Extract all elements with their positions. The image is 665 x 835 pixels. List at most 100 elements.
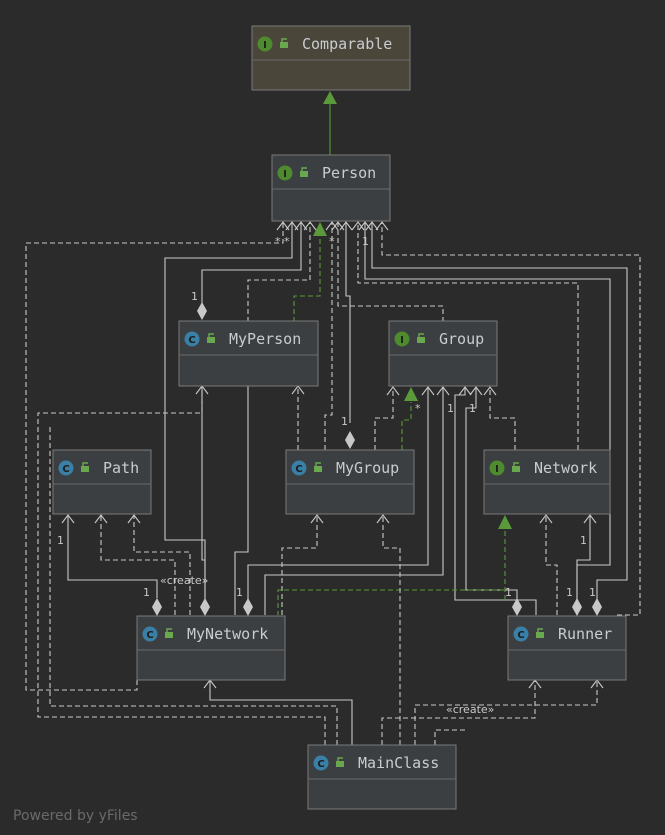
public-lock-icon [417,337,425,343]
lock-shackle [82,462,88,466]
network-box [483,449,611,515]
edge-runner-green-branch [277,589,505,615]
edge-mynetwork-uses-myperson [234,358,249,615]
edge-myperson-aggregation-diamond [197,302,207,320]
network-title: Network [534,459,597,477]
kind-letter: I [495,464,499,475]
lock-shackle [513,462,519,466]
edge-runner-assoc-person [371,222,628,600]
edge-network-uses-person [357,222,579,450]
edge-myperson-uses-person [247,222,311,322]
interface-kind-icon [277,165,293,181]
comparable-box [251,25,411,91]
lock-shackle [537,628,543,632]
group-title: Group [439,330,484,348]
label-one-person: 1 [362,235,369,248]
edge-mainclass-uses-mygroup [382,515,401,745]
edge-mynetwork-assoc-group-2 [247,387,429,600]
edge-mynetwork-uses-path [100,515,176,615]
mainclass-title: MainClass [358,754,439,772]
public-lock-icon [512,466,520,472]
kind-letter: I [283,169,287,180]
label-one-mynetwork-b: 1 [236,586,243,599]
edge-mainclass-uses-runner [414,680,598,745]
kind-letter: I [400,335,404,346]
label-create-mainclass-runner: «create» [446,703,494,716]
group-incoming-arrows [386,386,497,396]
label-one-runner-a: 1 [505,586,512,599]
class-kind-icon [513,626,529,642]
label-one-group-a: 1 [447,402,454,415]
edge-runner-assoc-person-2 [364,222,611,600]
public-lock-icon [280,42,288,48]
node-group[interactable]: I Group [388,320,498,387]
public-lock-icon [165,632,173,638]
edge-mygroup-aggregation-diamond [345,431,355,449]
edge-runner-assoc-network [576,515,591,598]
label-star-pair-person: * * [275,235,290,248]
class-kind-icon [142,626,158,642]
label-star-group: * [415,402,421,415]
node-mainclass[interactable]: C MainClass [307,744,457,810]
kind-letter: C [517,630,524,641]
lock-shackle [418,333,424,337]
footer-credit: Powered by yFiles [13,808,138,824]
mygroup-box [285,449,415,515]
kind-letter: I [263,40,267,51]
edge-mygroup-aggregates-person [345,222,351,423]
edge-runner-group-diamond [512,598,522,616]
edge-runner-network-diamond [572,598,582,616]
runner-box [507,615,627,681]
edge-myperson-person-arrowhead [313,222,327,236]
myperson-title: MyPerson [229,330,301,348]
edge-person-comparable-arrowhead [323,91,337,104]
edge-mynetwork-uses-myperson-2 [201,386,206,598]
label-one-path: 1 [57,534,64,547]
edge-myperson-implements-person [293,237,321,322]
edge-runner-assoc-group-2 [454,387,537,615]
class-kind-icon [184,331,200,347]
public-lock-icon [536,632,544,638]
edge-mynetwork-assoc-person [164,222,293,600]
comparable-title: Comparable [302,35,392,53]
edge-mygroup-group-arrowhead [404,387,418,401]
public-lock-icon [336,761,344,767]
lock-shackle [208,333,214,337]
edge-runner-network-arrowhead [498,515,512,529]
node-comparable[interactable]: I Comparable [251,25,411,91]
mygroup-title: MyGroup [336,459,399,477]
class-kind-icon [58,460,74,476]
mainclass-box [307,744,457,810]
label-one-group-c: 1 [341,415,348,428]
label-one-runner-c: 1 [589,586,596,599]
node-runner[interactable]: C Runner [507,615,627,681]
kind-letter: C [62,464,69,475]
edge-myperson-aggregates-person [201,222,302,303]
edge-mynetwork-path-diamond [152,598,162,616]
label-one-network: 1 [580,534,587,547]
label-one-group-b: 1 [469,402,476,415]
mynetwork-box [136,615,286,681]
edge-mainclass-uses-runner-2 [434,729,465,745]
label-star-person: * [329,235,335,248]
node-network[interactable]: I Network [483,449,611,515]
public-lock-icon [314,466,322,472]
class-kind-icon [291,460,307,476]
edge-mynetwork-myperson-diamond [200,598,210,616]
edge-mynetwork-group-diamond [243,598,253,616]
person-box [271,154,391,222]
edge-mygroup-uses-person [324,222,333,450]
label-one-runner-b: 1 [566,586,573,599]
label-create-mynetwork-path: «create» [160,574,208,587]
group-box [388,320,498,387]
kind-letter: C [317,759,324,770]
runner-title: Runner [558,625,612,643]
public-lock-icon [300,171,308,177]
